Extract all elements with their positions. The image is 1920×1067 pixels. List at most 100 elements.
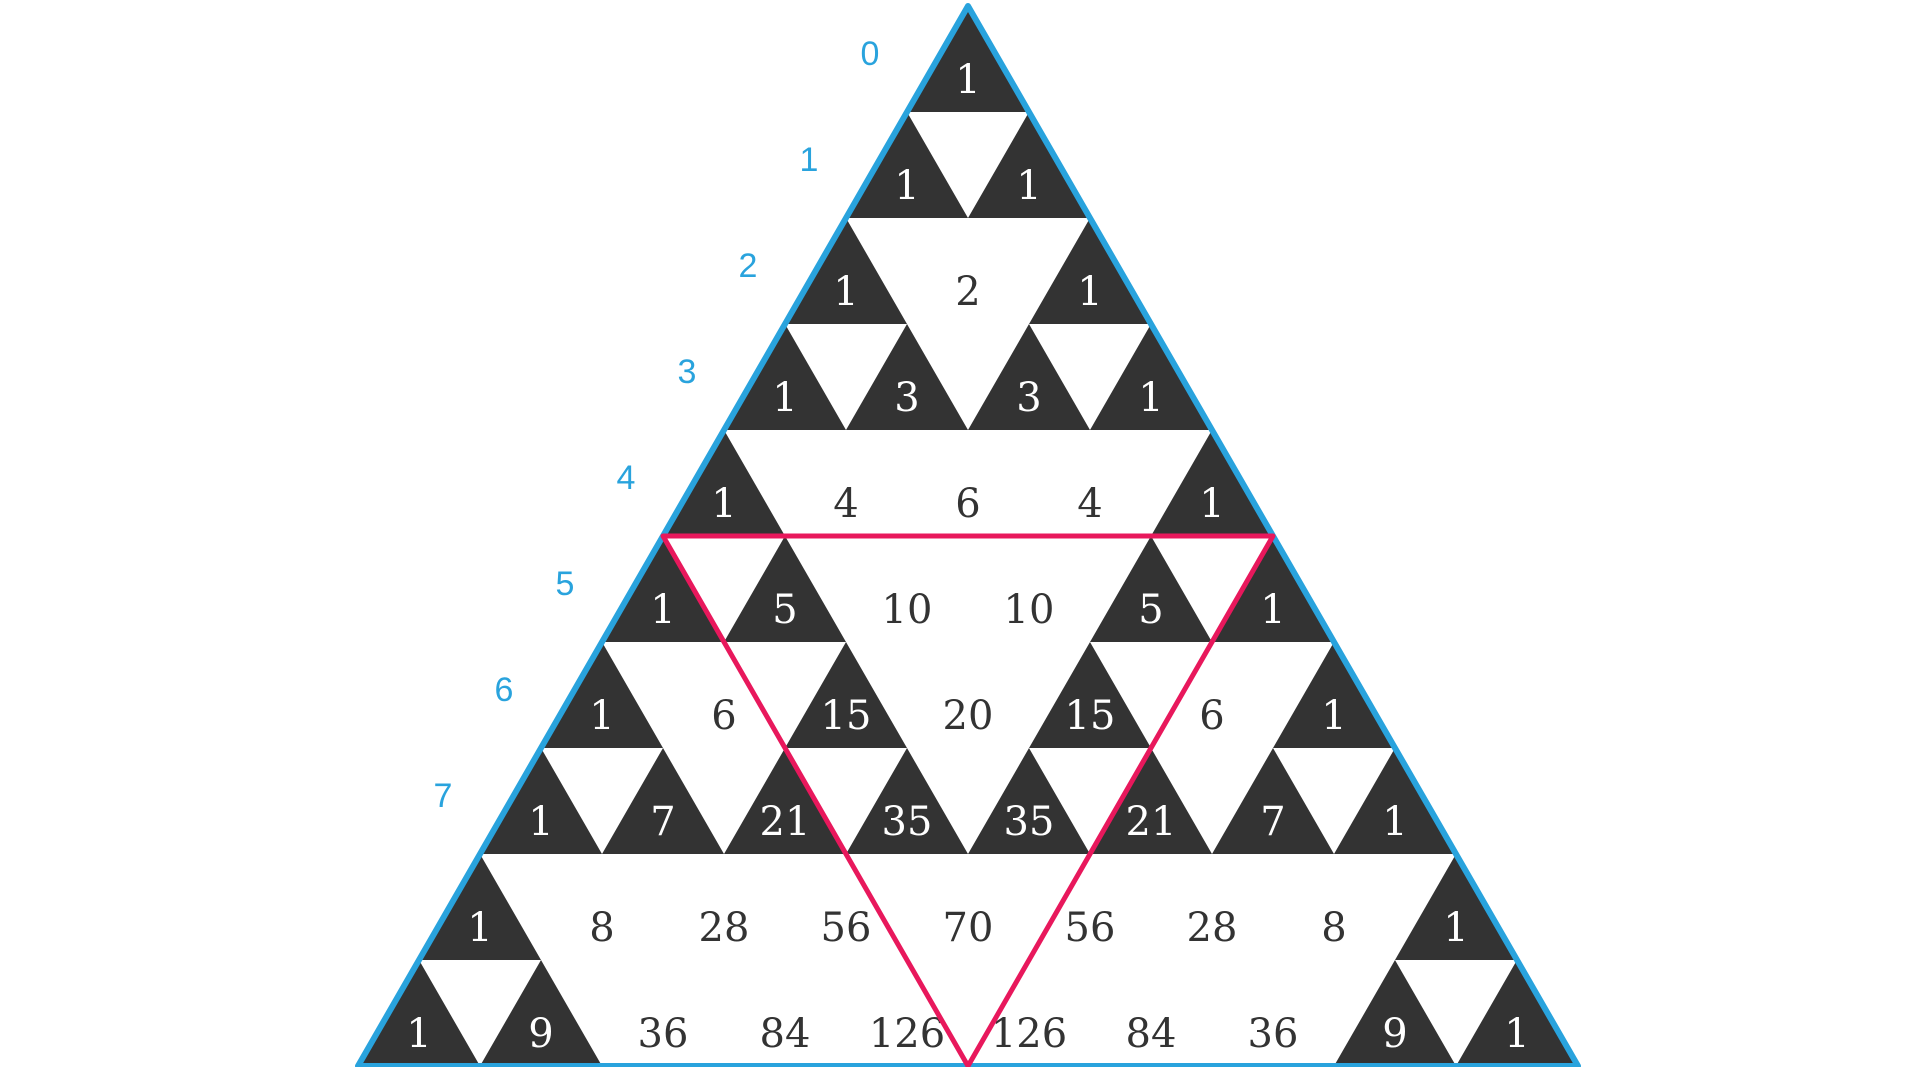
odd-cell-triangle	[785, 218, 907, 324]
cell-value: 28	[1187, 905, 1238, 951]
cell-value: 35	[882, 799, 933, 845]
even-cell-triangle	[1029, 430, 1151, 536]
inner-triangle-highlight	[660, 533, 1276, 1067]
cell-value: 28	[699, 905, 750, 951]
cell-value: 6	[1199, 693, 1224, 739]
cell-value: 4	[1077, 481, 1102, 527]
odd-cell-triangle	[1212, 748, 1334, 854]
cell-value: 8	[1321, 905, 1346, 951]
odd-cell-triangle	[480, 748, 602, 854]
odd-cell-triangle	[1334, 748, 1456, 854]
cell-value: 36	[1248, 1011, 1299, 1057]
cell-value: 10	[1004, 587, 1055, 633]
cell-value: 10	[882, 587, 933, 633]
even-cell-triangle	[907, 218, 1029, 324]
odd-cell-triangle	[724, 324, 846, 430]
even-cell-triangle	[663, 854, 785, 960]
even-cell-triangle	[1151, 854, 1273, 960]
odd-cell-triangle	[724, 536, 846, 642]
cell-value: 126	[869, 1011, 945, 1057]
cell-value: 126	[991, 1011, 1067, 1057]
even-cell-triangle	[846, 536, 968, 642]
cell-value: 1	[1321, 693, 1346, 739]
cell-value: 9	[528, 1011, 553, 1057]
even-cell-triangle	[602, 960, 724, 1066]
odd-cell-triangle	[846, 112, 968, 218]
cell-value: 7	[1260, 799, 1285, 845]
even-cell-triangle	[541, 854, 663, 960]
row-label: 1	[800, 141, 819, 179]
cell-value: 70	[943, 905, 994, 951]
odd-cell-triangle	[1029, 642, 1151, 748]
cell-value: 3	[1016, 375, 1041, 421]
odd-cell-triangle	[1090, 748, 1212, 854]
cell-value: 84	[1126, 1011, 1177, 1057]
cell-value: 56	[821, 905, 872, 951]
even-cell-triangle	[1151, 642, 1273, 748]
cell-value: 1	[528, 799, 553, 845]
cell-value: 6	[711, 693, 736, 739]
odd-cell-triangle	[1090, 324, 1212, 430]
even-cell-triangle	[968, 960, 1090, 1066]
even-cell-triangle	[785, 854, 907, 960]
odd-cell-triangle	[1334, 960, 1456, 1066]
cell-value: 20	[943, 693, 994, 739]
cell-value: 6	[955, 481, 980, 527]
cell-value: 1	[1504, 1011, 1529, 1057]
cell-value: 1	[1138, 375, 1163, 421]
cell-value: 1	[1382, 799, 1407, 845]
odd-cell-triangle	[724, 748, 846, 854]
cell-value: 7	[650, 799, 675, 845]
cell-value: 3	[894, 375, 919, 421]
even-cell-triangle	[846, 960, 968, 1066]
odd-cell-triangle	[968, 112, 1090, 218]
even-cell-triangle	[663, 642, 785, 748]
cell-value: 1	[1443, 905, 1468, 951]
cell-value: 1	[406, 1011, 431, 1057]
even-cell-triangle	[724, 960, 846, 1066]
cell-value: 5	[772, 587, 797, 633]
row-label: 5	[556, 565, 575, 603]
odd-cell-triangle	[785, 642, 907, 748]
cell-value: 15	[821, 693, 872, 739]
cell-value: 8	[589, 905, 614, 951]
cell-value: 1	[955, 57, 980, 103]
cell-value: 36	[638, 1011, 689, 1057]
odd-cell-triangle	[541, 642, 663, 748]
odd-cell-triangle	[602, 748, 724, 854]
odd-cell-triangle	[602, 536, 724, 642]
odd-cell-triangle	[907, 6, 1029, 112]
cell-value: 1	[1016, 163, 1041, 209]
cell-value: 35	[1004, 799, 1055, 845]
outlines	[355, 3, 1581, 1067]
even-cell-triangle	[1212, 960, 1334, 1066]
cell-value: 1	[833, 269, 858, 315]
cell-value: 56	[1065, 905, 1116, 951]
row-label: 7	[434, 777, 453, 815]
odd-cell-triangle	[663, 430, 785, 536]
odd-cell-triangle	[1212, 536, 1334, 642]
row-label: 3	[678, 353, 697, 391]
cell-value: 1	[1077, 269, 1102, 315]
cell-value: 1	[711, 481, 736, 527]
odd-cell-triangle	[1090, 536, 1212, 642]
cell-value: 1	[894, 163, 919, 209]
cell-value: 5	[1138, 587, 1163, 633]
cell-value: 1	[1199, 481, 1224, 527]
odd-cell-triangle	[968, 748, 1090, 854]
cell-value: 1	[772, 375, 797, 421]
row-label: 4	[617, 459, 636, 497]
row-label: 6	[495, 671, 514, 709]
even-cell-triangle	[968, 536, 1090, 642]
cell-value: 15	[1065, 693, 1116, 739]
even-cell-triangle	[785, 430, 907, 536]
odd-cell-triangle	[480, 960, 602, 1066]
cell-value: 21	[1126, 799, 1177, 845]
even-cell-triangle	[1090, 960, 1212, 1066]
cell-value: 21	[760, 799, 811, 845]
odd-cell-triangle	[1029, 218, 1151, 324]
cell-value: 9	[1382, 1011, 1407, 1057]
odd-cell-triangle	[1395, 854, 1517, 960]
